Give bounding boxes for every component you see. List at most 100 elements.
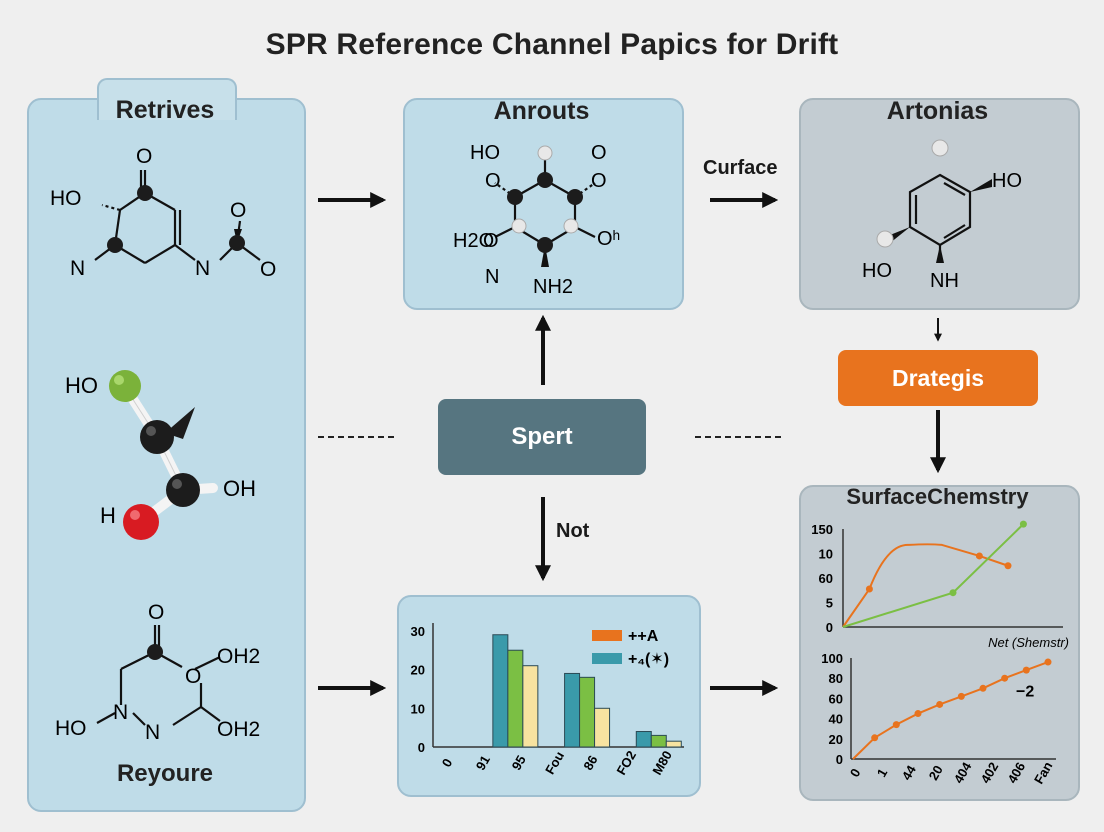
retrives-tab bbox=[97, 78, 237, 120]
line-bottom-point bbox=[1001, 674, 1009, 682]
bar bbox=[507, 649, 524, 748]
line-top-y-tick: 0 bbox=[826, 620, 833, 635]
bar bbox=[650, 734, 667, 748]
anrouts-atom-o-lower: O bbox=[483, 230, 499, 252]
retrives-title: Retrives bbox=[115, 96, 215, 124]
line-top-point bbox=[865, 585, 873, 593]
bar-chart-y-tick: 20 bbox=[411, 663, 425, 678]
line-bottom-x-tick: 404 bbox=[951, 759, 975, 786]
bar-chart-x-tick: FO2 bbox=[613, 748, 639, 777]
bar-chart-panel bbox=[397, 595, 701, 797]
surface-chemistry-title: SurfaceChemstry bbox=[846, 484, 1029, 509]
anrouts-title: Anrouts bbox=[493, 97, 590, 125]
bar-chart-x-tick: 0 bbox=[439, 756, 456, 770]
line-top-y-tick: 150 bbox=[811, 522, 833, 537]
line-bottom-point bbox=[914, 710, 922, 718]
bar bbox=[522, 665, 539, 748]
anrouts-atom-o-topright: O bbox=[591, 142, 607, 164]
line-top-point bbox=[1019, 520, 1027, 528]
mol1-atom-o-upper: O bbox=[230, 199, 246, 222]
line-bottom-point bbox=[979, 684, 987, 692]
legend-swatch bbox=[592, 630, 622, 641]
line-bottom-point bbox=[957, 692, 965, 700]
spert-button[interactable]: Spert bbox=[438, 399, 646, 475]
bar bbox=[635, 731, 652, 748]
anrouts-atom-h2o: H2O bbox=[453, 230, 494, 252]
line-bottom-y-tick: 100 bbox=[821, 651, 843, 666]
mol1-atom-o-top: O bbox=[136, 145, 152, 168]
line-bottom-x-tick: 20 bbox=[926, 763, 946, 783]
line-top-series bbox=[842, 543, 1009, 628]
line-top-point bbox=[949, 589, 957, 597]
artonias-title: Artonias bbox=[886, 97, 989, 125]
bar-chart-x-tick: M80 bbox=[649, 748, 675, 777]
bar-chart-y-tick: 30 bbox=[411, 624, 425, 639]
line-bottom-x-tick: 402 bbox=[978, 760, 1002, 786]
line-top-series bbox=[842, 523, 1025, 628]
anrouts-atom-ho: HO bbox=[470, 142, 500, 164]
line-bottom-y-tick: 60 bbox=[829, 691, 843, 706]
molecule-2: HO OH H bbox=[65, 370, 256, 540]
line-bottom-point bbox=[892, 721, 900, 729]
line-bottom-x-tick: 44 bbox=[899, 762, 920, 783]
mol3-atom-n-bottom: N bbox=[145, 721, 160, 744]
mol2-atom-oh: OH bbox=[223, 476, 256, 501]
line-bottom-y-tick: 40 bbox=[829, 712, 843, 727]
bar-chart-y-tick: 10 bbox=[411, 701, 425, 716]
line-top-x-label: Net (Shemstr) bbox=[988, 635, 1069, 650]
line-bottom-x-tick: 406 bbox=[1004, 760, 1028, 786]
mol3-atom-oh2-lower: OH2 bbox=[217, 718, 260, 741]
line-bottom-annotation: −2 bbox=[1016, 683, 1034, 700]
bar bbox=[579, 676, 596, 748]
legend-label: +₄(✶) bbox=[628, 651, 669, 668]
molecule-3: O OH2 O N HO N OH2 bbox=[55, 601, 260, 744]
bar-chart-x-tick: 91 bbox=[473, 753, 493, 773]
bar-chart-x-tick: Fou bbox=[542, 749, 567, 777]
line-bottom-x-tick: 1 bbox=[874, 766, 891, 780]
artonias-atom-ho-right: HO bbox=[992, 170, 1022, 192]
line-bottom-point bbox=[1022, 666, 1030, 674]
mol3-atom-ho: HO bbox=[55, 717, 87, 740]
line-bottom-point bbox=[936, 700, 944, 708]
reyoure-label: Reyoure bbox=[116, 760, 214, 787]
bar bbox=[594, 707, 611, 748]
line-bottom-x-tick: 0 bbox=[847, 766, 864, 780]
line-top-y-tick: 60 bbox=[819, 571, 833, 586]
mol1-atom-n-left: N bbox=[70, 257, 85, 280]
legend-swatch bbox=[592, 653, 622, 664]
mol3-atom-oh2-upper: OH2 bbox=[217, 645, 260, 668]
mol2-atom-h: H bbox=[100, 503, 116, 528]
artonias-atom-nh: NH bbox=[930, 270, 959, 292]
page-title: SPR Reference Channel Papics for Drift bbox=[265, 28, 839, 61]
anrouts-atom-nh2: NH2 bbox=[533, 276, 573, 298]
molecule-1: O HO N N O O bbox=[50, 145, 276, 281]
curface-label: Curface bbox=[703, 157, 778, 179]
not-label: Not bbox=[556, 520, 590, 542]
line-top-point bbox=[1004, 562, 1012, 570]
line-bottom-y-tick: 80 bbox=[829, 671, 843, 686]
line-bottom-y-tick: 20 bbox=[829, 732, 843, 747]
mol3-atom-o-ring: O bbox=[185, 665, 201, 688]
line-bottom-series bbox=[852, 661, 1049, 760]
artonias-atom-ho-left: HO bbox=[862, 260, 892, 282]
line-bottom-point bbox=[871, 734, 879, 742]
molecule-anrouts: HO O O O H2O O N Oʰ NH2 bbox=[453, 142, 620, 298]
mol1-atom-ho: HO bbox=[50, 187, 82, 210]
anrouts-atom-o-left: O bbox=[485, 170, 501, 192]
bar-chart-x-tick: 95 bbox=[509, 753, 529, 773]
line-bottom-y-tick: 0 bbox=[836, 752, 843, 767]
bar bbox=[564, 672, 581, 748]
bar-chart-x-tick: 86 bbox=[580, 753, 600, 773]
anrouts-atom-n: N bbox=[485, 266, 499, 288]
mol3-atom-o-top: O bbox=[148, 601, 164, 624]
mol1-atom-n-right: N bbox=[195, 257, 210, 280]
bar bbox=[492, 634, 509, 748]
drategis-button[interactable]: Drategis bbox=[838, 350, 1038, 406]
line-top-y-tick: 5 bbox=[826, 596, 833, 611]
artonias-panel bbox=[799, 98, 1080, 310]
line-top-y-tick: 10 bbox=[819, 547, 833, 562]
